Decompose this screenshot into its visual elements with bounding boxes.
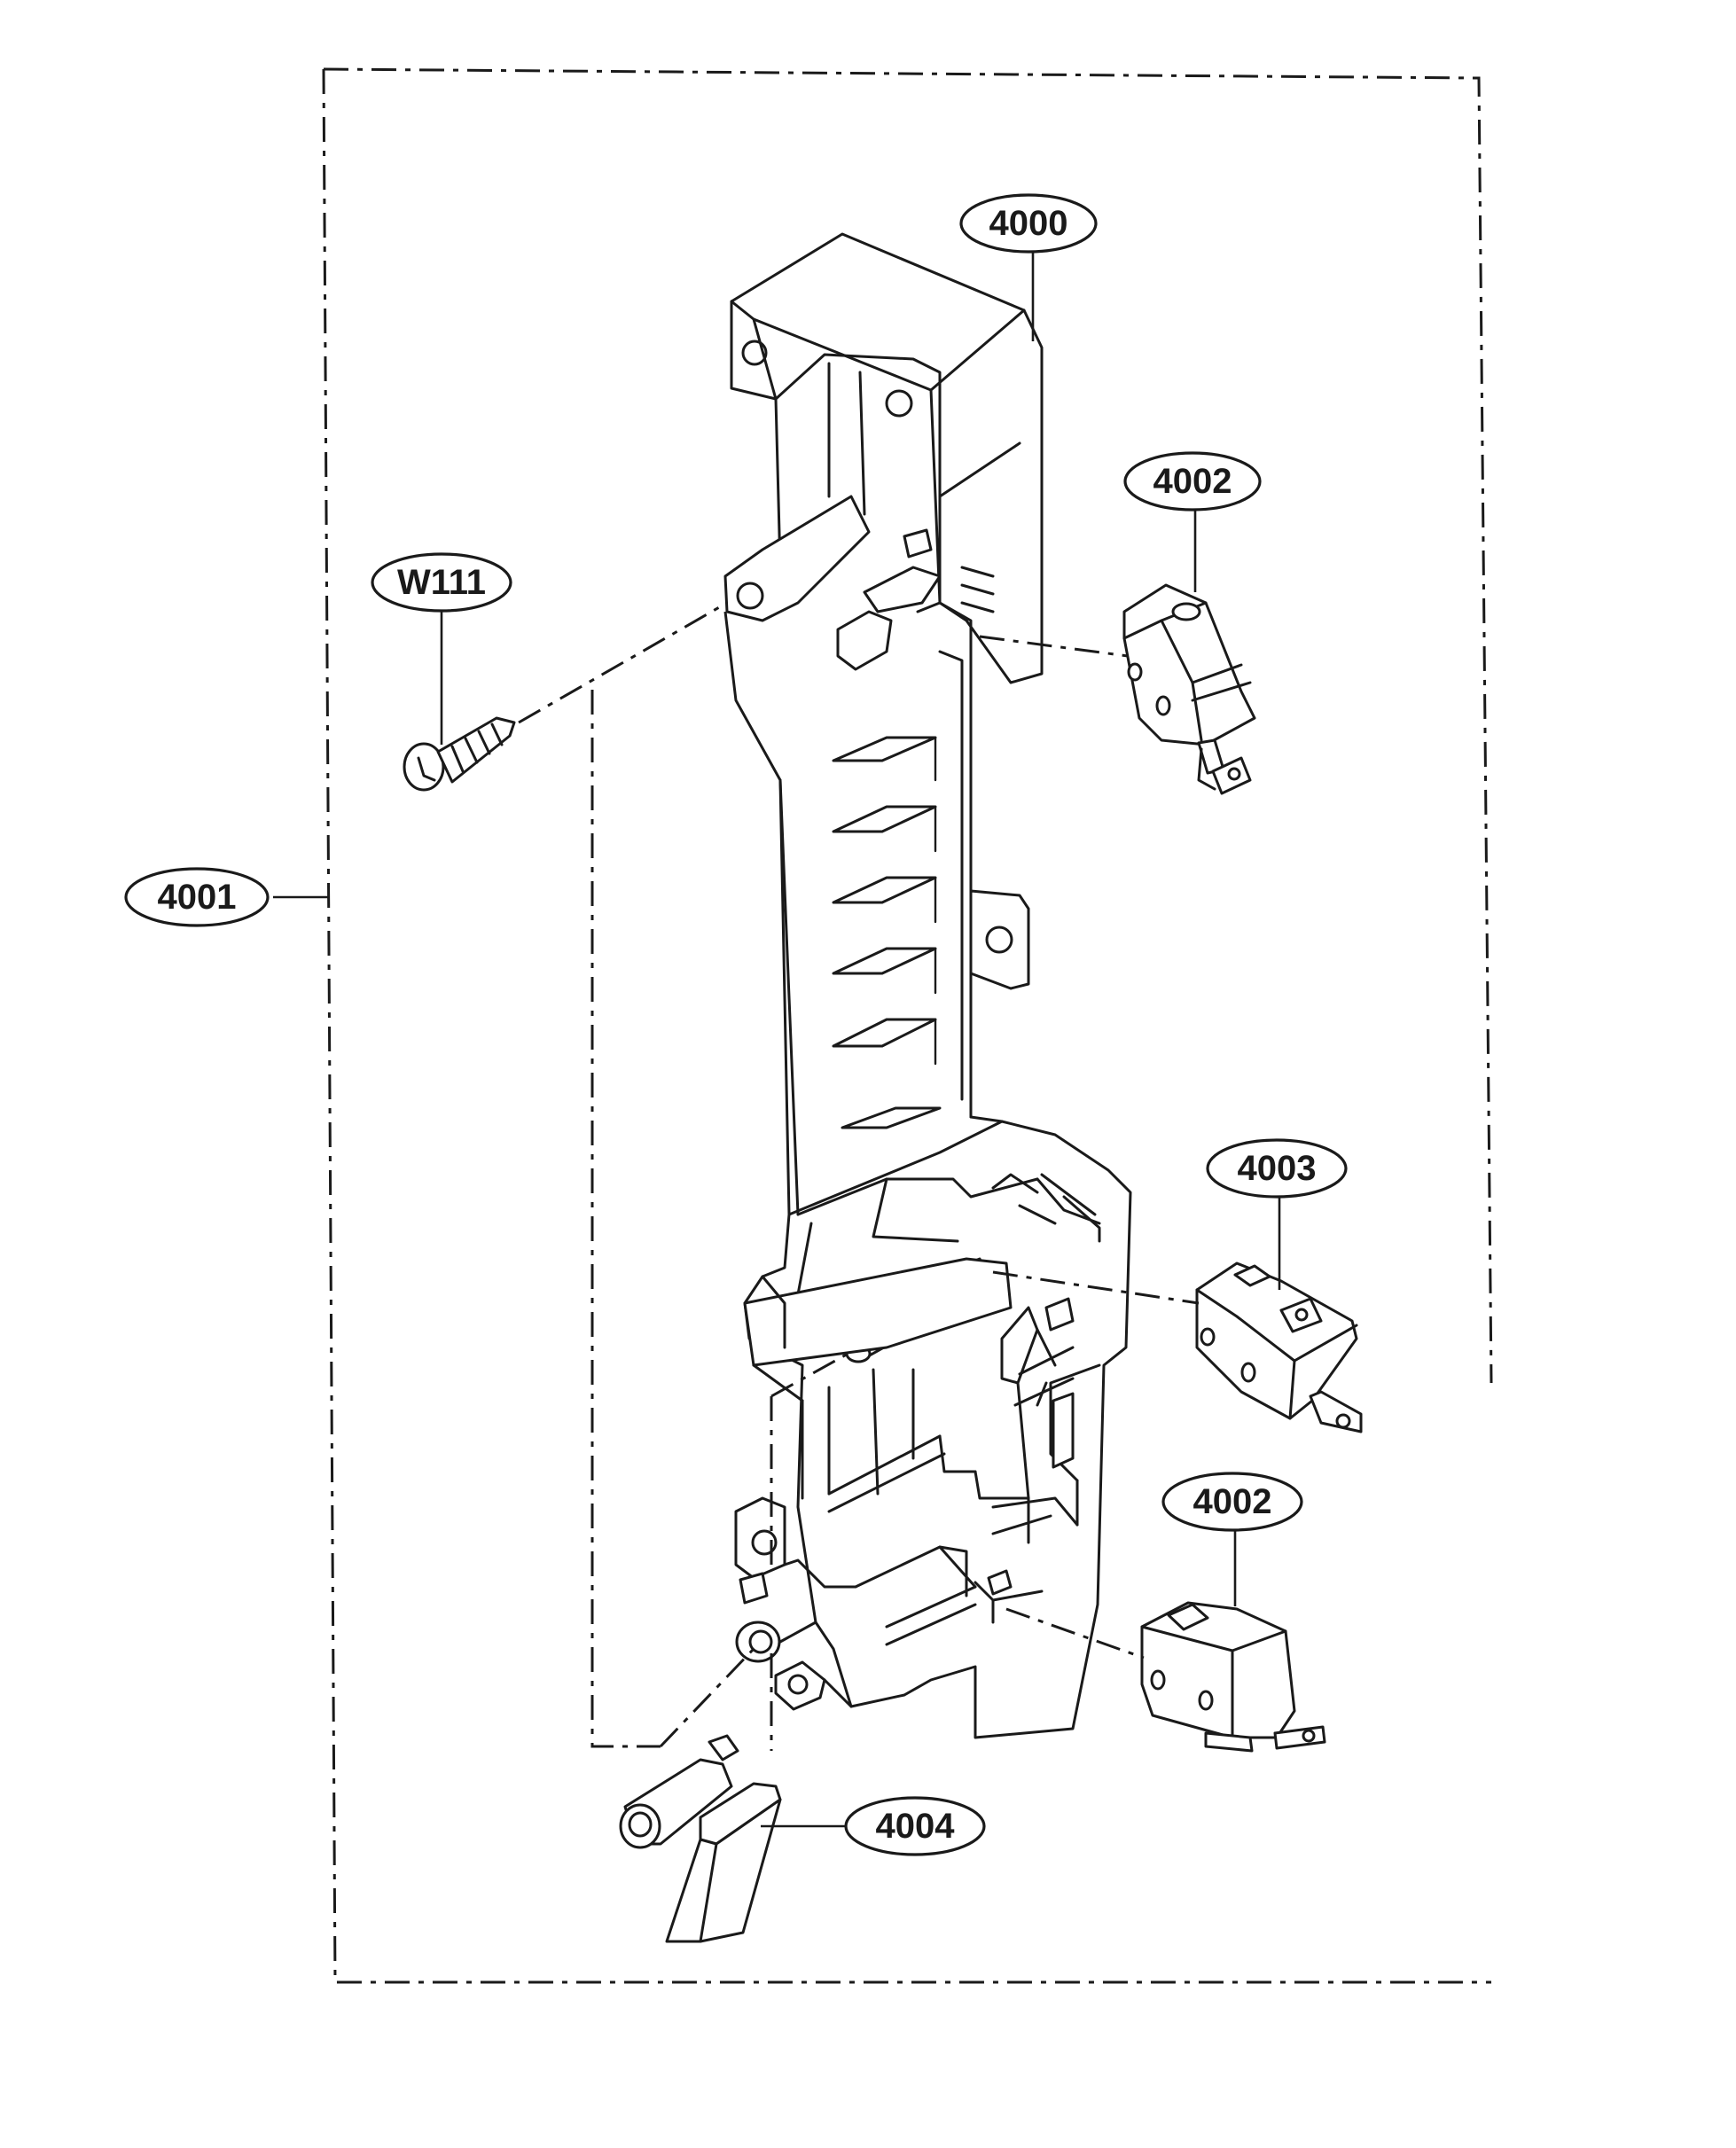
leader-lines <box>273 250 1281 1828</box>
callout-4004-label: 4004 <box>876 1807 956 1846</box>
assembly-guides <box>518 601 1200 1751</box>
frame-ribs <box>832 736 942 1129</box>
callout-4001-label: 4001 <box>158 878 237 917</box>
callout-4001: 4001 <box>124 867 270 927</box>
switch-4003 <box>1195 1261 1363 1433</box>
callout-4002-bottom-label: 4002 <box>1193 1482 1272 1521</box>
callout-4002-top: 4002 <box>1123 451 1262 512</box>
assembly-boundary <box>322 67 1493 1984</box>
callout-4000: 4000 <box>959 193 1098 254</box>
callout-4004: 4004 <box>844 1796 986 1856</box>
screw-w111 <box>403 716 516 792</box>
callout-4003-label: 4003 <box>1238 1149 1317 1188</box>
callout-w111-label: W111 <box>397 563 486 602</box>
callout-4002-top-label: 4002 <box>1153 462 1232 501</box>
switch-4002-bottom <box>1140 1601 1326 1753</box>
latch-frame-4000 <box>723 232 1132 1739</box>
switch-4002-top <box>1122 583 1256 795</box>
callout-4002-bottom: 4002 <box>1161 1472 1303 1532</box>
callout-4003: 4003 <box>1206 1138 1348 1199</box>
lever-4004 <box>619 1734 782 1943</box>
callout-w111: W111 <box>371 552 512 613</box>
callout-4000-label: 4000 <box>989 204 1068 243</box>
